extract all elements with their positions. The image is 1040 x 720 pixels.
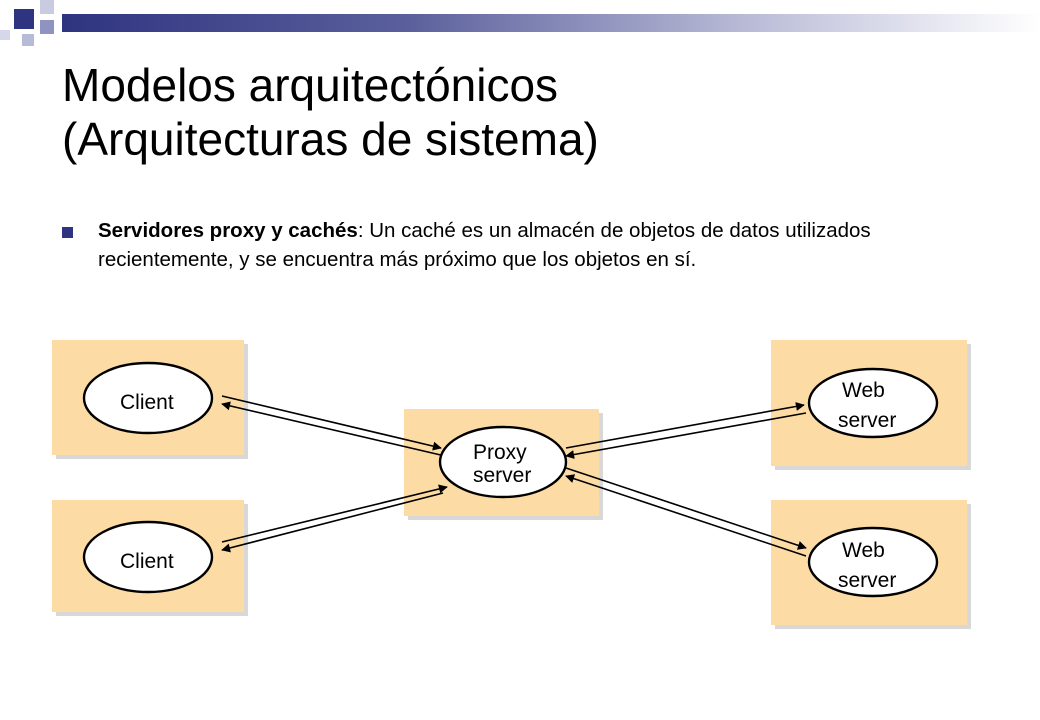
client-label-1: Client (120, 391, 174, 414)
title-line-2: (Arquitecturas de sistema) (62, 113, 599, 165)
header-gradient-bar (62, 14, 1040, 32)
web-server-node-2 (807, 526, 939, 598)
bullet-term: Servidores proxy y cachés (98, 219, 358, 242)
decor-square (0, 30, 10, 40)
decor-square (22, 34, 34, 46)
web-server-label-1-line1: Web (842, 379, 885, 402)
web-server-label-1-line2: server (838, 409, 896, 432)
web-server-label-2-line1: Web (842, 539, 885, 562)
slide-title: Modelos arquitectónicos (Arquitecturas d… (62, 58, 1002, 166)
bullet-separator: : (357, 219, 364, 242)
web-server-node-1 (807, 367, 939, 439)
client-node-1 (82, 361, 214, 435)
proxy-label-line1: Proxy (473, 441, 527, 464)
arrow-server1-proxy-response (565, 412, 807, 460)
arrow-proxy-client2-response (221, 492, 444, 553)
proxy-node (438, 425, 568, 499)
decor-square (40, 20, 54, 34)
bullet-square-icon (62, 227, 73, 238)
arrow-client1-proxy-request (221, 395, 442, 451)
title-line-1: Modelos arquitectónicos (62, 59, 559, 111)
client-label-2: Client (120, 550, 174, 573)
client-node-2 (82, 520, 214, 594)
decor-square (14, 9, 34, 29)
bullet-body: Un caché es un almacén de objetos de dat… (98, 219, 871, 271)
decor-square (40, 0, 54, 14)
arrow-proxy-client1-response (221, 401, 446, 457)
bullet-text: Servidores proxy y cachés: Un caché es u… (98, 216, 938, 274)
arrow-client2-proxy-request (221, 484, 448, 543)
web-server-label-2-line2: server (838, 569, 896, 592)
arrow-proxy-server1-request (565, 402, 805, 449)
arrow-server2-proxy-response (565, 474, 807, 557)
arrow-proxy-server2-request (565, 467, 807, 550)
proxy-label-line2: server (473, 464, 531, 487)
